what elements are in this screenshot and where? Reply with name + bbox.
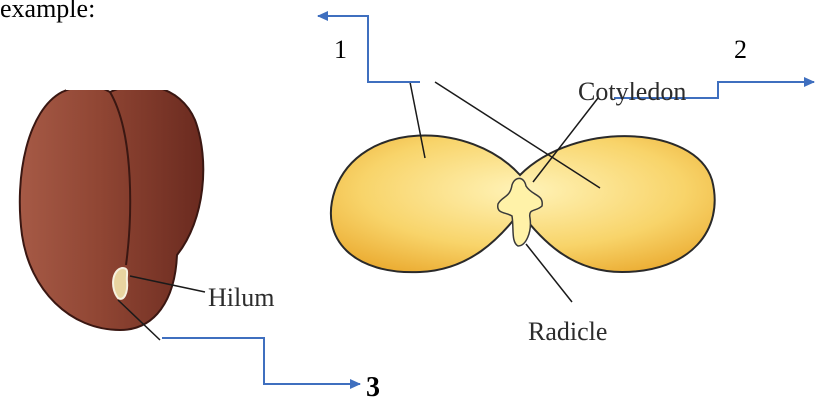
cotyledon-line-right	[434, 81, 601, 189]
example-caption: example:	[0, 0, 96, 23]
radicle-label: Radicle	[528, 317, 607, 346]
arrow-to-1	[317, 11, 420, 83]
cotyledon-partial-label: Cotyledon	[578, 77, 686, 106]
seed-seam	[109, 91, 132, 266]
seed-tip-line	[117, 299, 161, 341]
blue-arrows	[162, 11, 815, 389]
arrow-to-2	[614, 77, 815, 99]
cotyledon-line-left	[409, 81, 426, 159]
marker-2: 2	[734, 35, 747, 64]
seed-coat	[18, 84, 205, 332]
marker-1: 1	[334, 35, 347, 64]
plumule-line	[532, 97, 599, 183]
clip-mask	[66, 74, 176, 90]
radicle-line	[525, 243, 573, 303]
hilum-mark	[112, 266, 129, 300]
arrow-to-3	[162, 337, 361, 389]
marker-3: 3	[366, 372, 380, 400]
hilum-label: Hilum	[208, 283, 274, 312]
bean-seed	[18, 84, 206, 341]
hilum-pointer-line	[129, 275, 206, 293]
radicle-shape	[497, 177, 543, 247]
embryo	[329, 81, 716, 303]
